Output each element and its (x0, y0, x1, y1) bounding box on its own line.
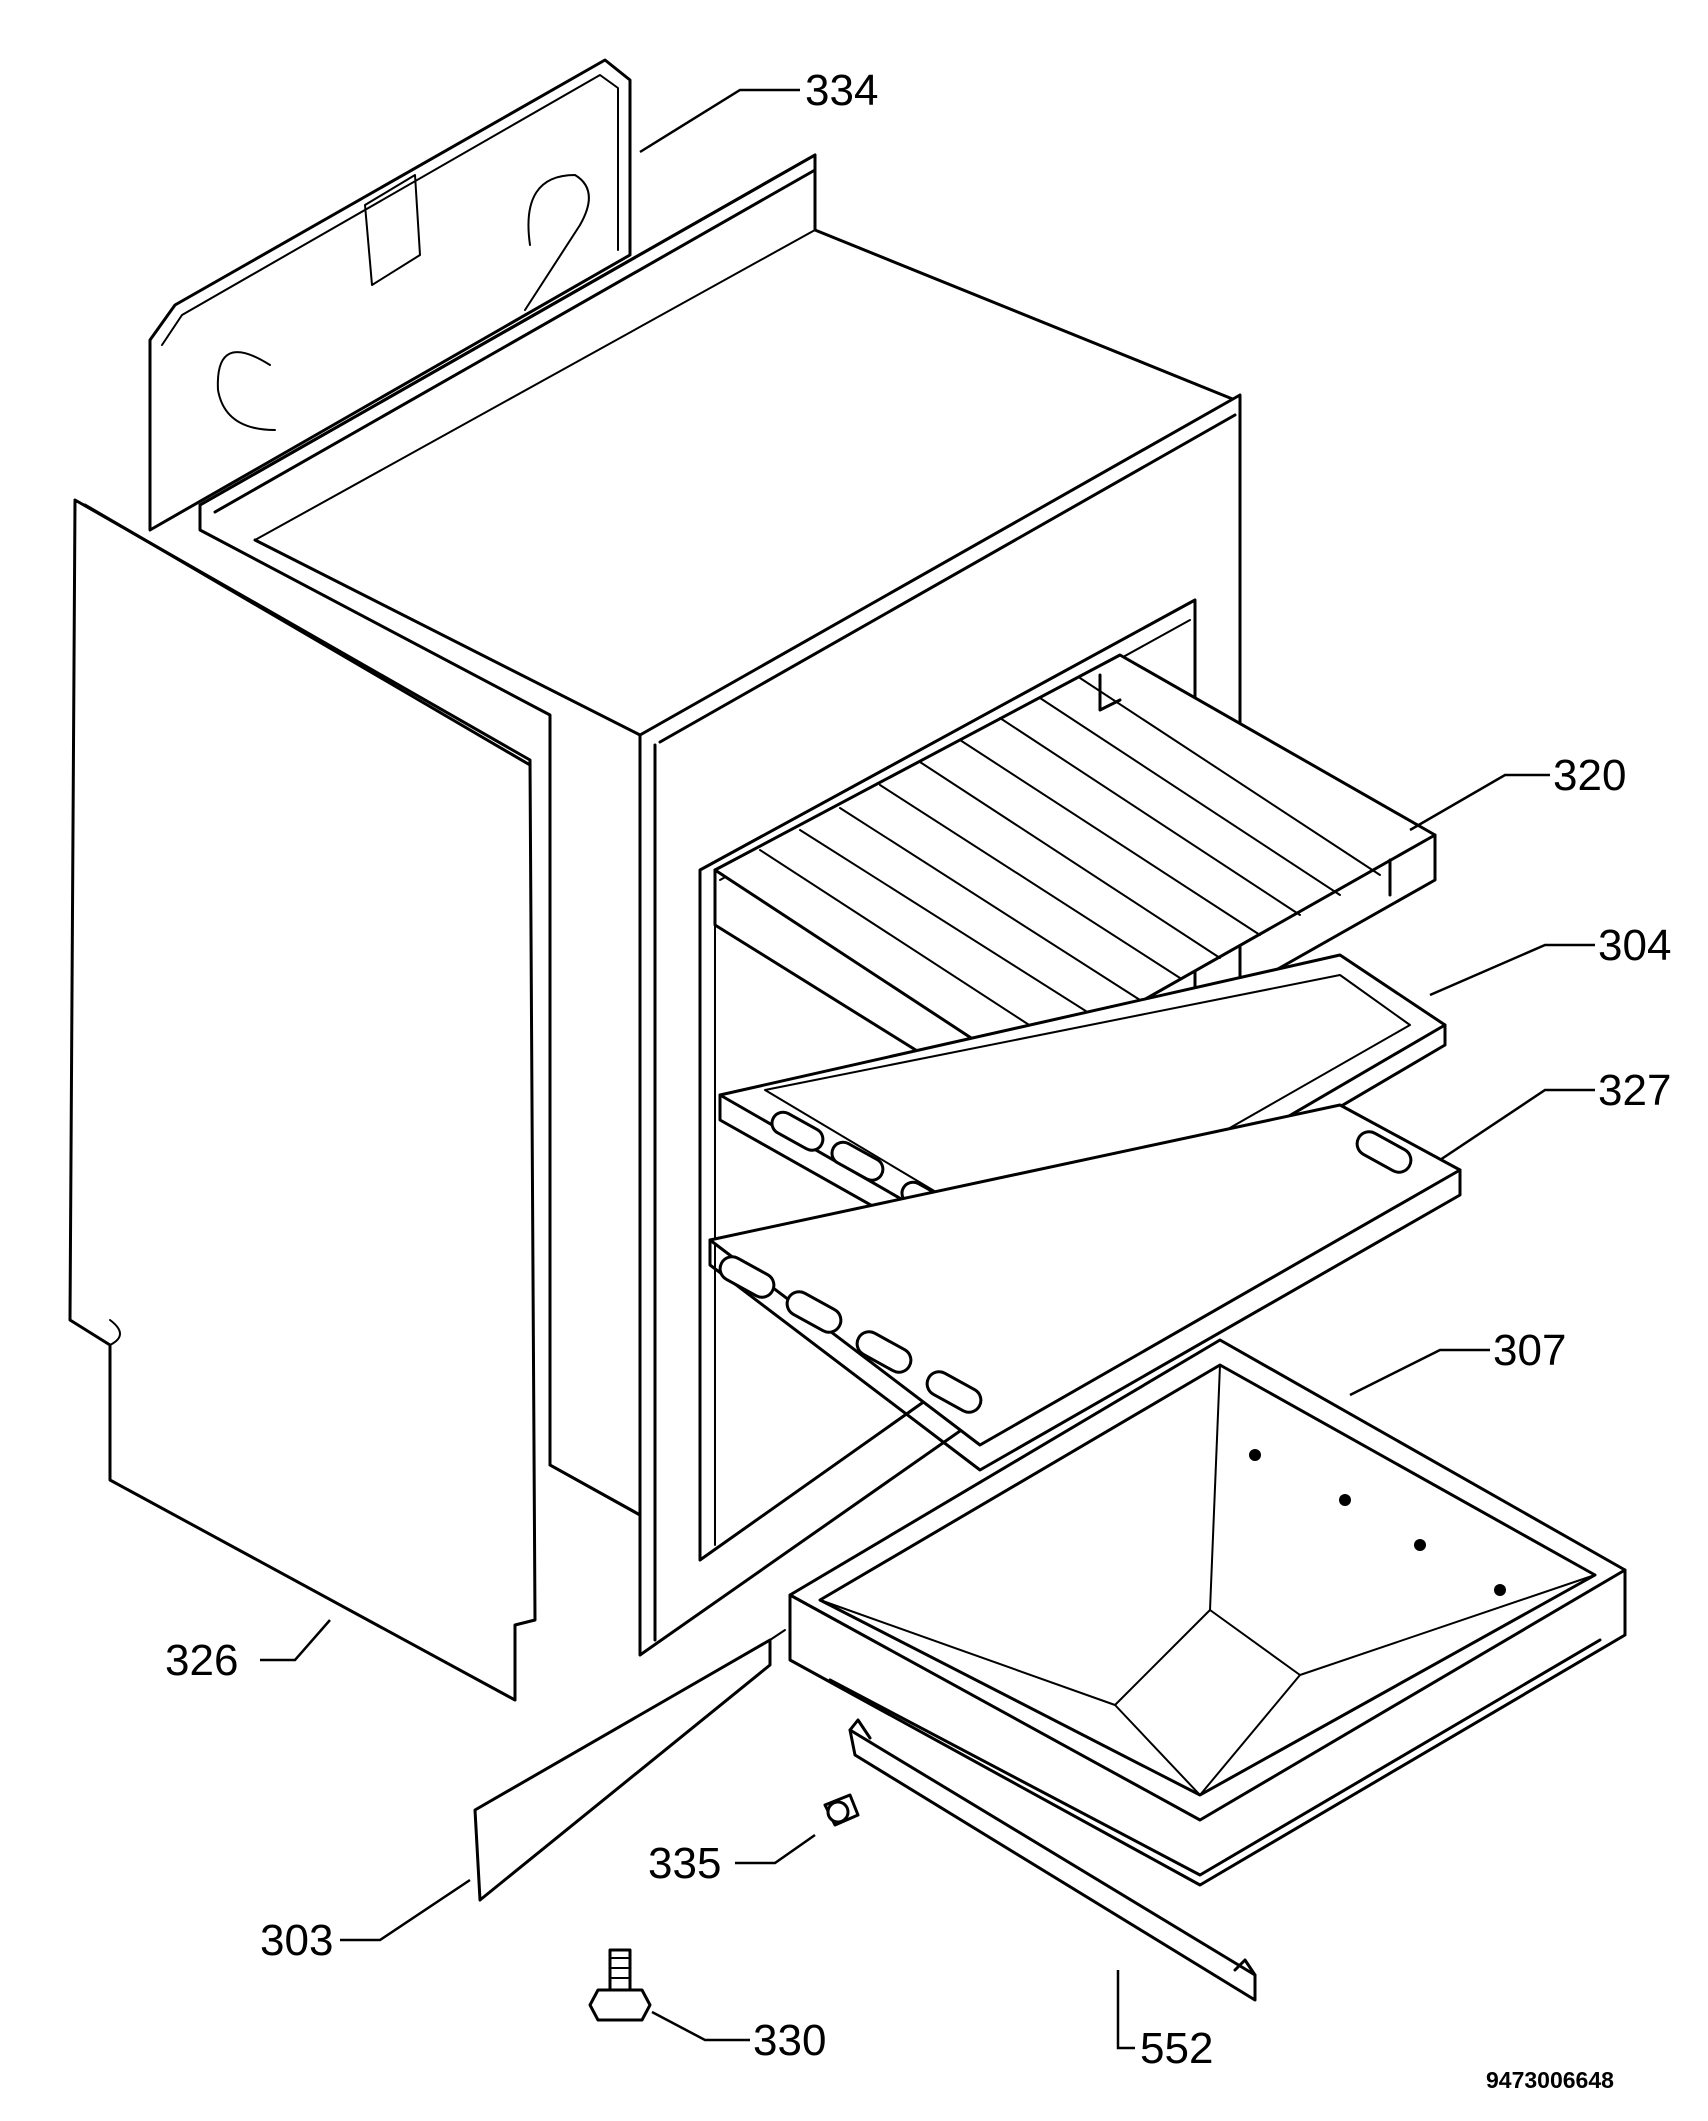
callout-304: 304 (1598, 921, 1671, 970)
callout-327: 327 (1598, 1066, 1671, 1115)
screw-335 (823, 1793, 860, 1827)
callout-303: 303 (260, 1916, 333, 1965)
callout-330: 330 (753, 2016, 826, 2065)
drip-pan-307 (788, 1338, 1627, 1887)
callout-334: 334 (805, 66, 878, 115)
callout-335: 335 (648, 1839, 721, 1888)
adjustable-foot-330 (588, 1948, 652, 2022)
leader-lines (260, 88, 1595, 2050)
rear-panel-334 (148, 58, 632, 532)
drawer-runner-552 (848, 1718, 1257, 2002)
callout-320: 320 (1553, 751, 1626, 800)
side-panel-326 (68, 498, 537, 1702)
callout-326: 326 (165, 1636, 238, 1685)
callout-307: 307 (1493, 1326, 1566, 1375)
wire-shelf-320 (713, 653, 1437, 1117)
callout-552: 552 (1140, 2024, 1213, 2073)
document-id: 9473006648 (1486, 2067, 1614, 2093)
bottom-panel-327 (708, 1103, 1462, 1472)
plinth-strip-303 (473, 1629, 786, 1902)
